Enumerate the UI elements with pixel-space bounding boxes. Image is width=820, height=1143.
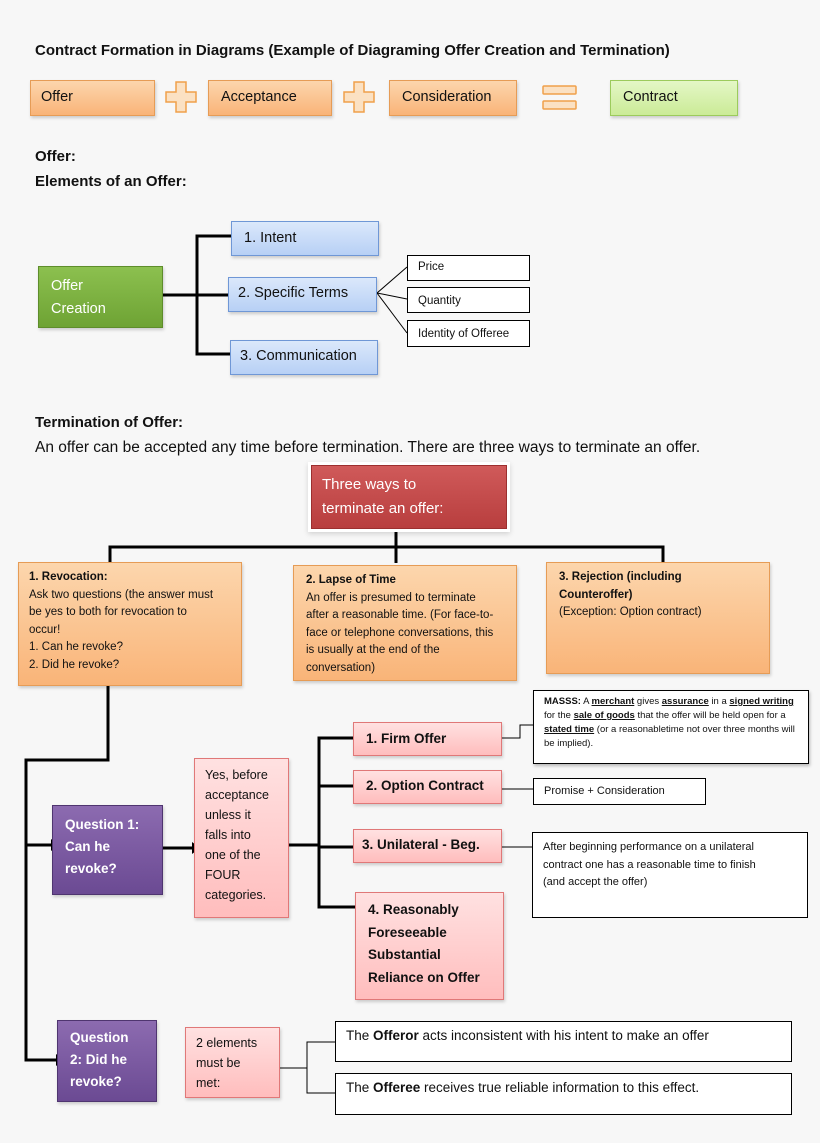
unilateral-note-line: (and accept the offer) <box>543 876 648 888</box>
rejection-box: 3. Rejection (including Counteroffer) (E… <box>546 562 770 674</box>
lapse-line: conversation) <box>306 661 376 674</box>
q2-line: 2: Did he <box>70 1052 128 1067</box>
q1-answer-box: Yes, before acceptance unless it falls i… <box>194 758 289 918</box>
category-firm-offer: 1. Firm Offer <box>353 722 502 756</box>
element-communication: 3. Communication <box>230 340 378 375</box>
page-title: Contract Formation in Diagrams (Example … <box>35 42 670 59</box>
lapse-box: 2. Lapse of Time An offer is presumed to… <box>293 565 517 681</box>
q1-answer-line: Yes, before <box>205 768 268 782</box>
category-option-contract: 2. Option Contract <box>353 770 502 804</box>
sale-of-goods-term: sale of goods <box>573 710 635 721</box>
revocation-title: 1. Revocation: <box>29 571 108 583</box>
q1-line: Can he <box>65 839 111 854</box>
lapse-line: after a reasonable time. (For face-to- <box>306 609 494 621</box>
term-quantity: Quantity <box>407 287 530 313</box>
q2-answer-line: met: <box>196 1076 221 1090</box>
firm-offer-note: MASSS: A merchant gives assurance in a s… <box>533 690 809 764</box>
q1-answer-line: categories. <box>205 888 267 902</box>
offer-creation-line-2: Creation <box>51 301 106 317</box>
offer-creation-line-1: Offer <box>51 278 83 294</box>
root-line-2: terminate an offer: <box>322 500 444 517</box>
element-intent: 1. Intent <box>231 221 379 256</box>
element-specific-terms: 2. Specific Terms <box>228 277 377 312</box>
revocation-line: 1. Can he revoke? <box>29 641 123 653</box>
offeree-term: Offeree <box>373 1080 421 1095</box>
rejection-line: (Exception: Option contract) <box>559 606 702 618</box>
unilateral-note: After beginning performance on a unilate… <box>532 832 808 918</box>
rejection-title: 3. Rejection (including Counteroffer) <box>559 571 682 601</box>
q1-line: Question 1: <box>65 817 140 832</box>
lapse-line: An offer is presumed to terminate <box>306 591 476 604</box>
unilateral-note-line: contract one has a reasonable time to fi… <box>543 858 756 871</box>
q1-answer-line: one of the <box>205 848 261 862</box>
revocation-box: 1. Revocation: Ask two questions (the an… <box>18 562 242 686</box>
category-reliance: 4. Reasonably Foreseeable Substantial Re… <box>355 892 504 1000</box>
lapse-line: face or telephone conversations, this <box>306 626 494 639</box>
revocation-line: Ask two questions (the answer must <box>29 588 214 601</box>
equation-acceptance: Acceptance <box>208 80 332 116</box>
signed-writing-term: signed writing <box>729 696 794 707</box>
equation-consideration: Consideration <box>389 80 517 116</box>
option-note: Promise + Consideration <box>533 778 706 805</box>
equation-offer: Offer <box>30 80 155 116</box>
lapse-title: 2. Lapse of Time <box>306 574 396 586</box>
q1-answer-line: falls into <box>205 828 251 842</box>
q2-answer-line: must be <box>196 1056 241 1070</box>
merchant-term: merchant <box>591 696 635 707</box>
q1-answer-line: acceptance <box>205 788 269 802</box>
revocation-line: occur! <box>29 623 61 636</box>
lapse-line: is usually at the end of the <box>306 644 440 656</box>
masss-label: MASSS: <box>544 696 581 707</box>
q1-answer-line: FOUR <box>205 868 241 882</box>
term-price: Price <box>407 255 530 281</box>
q1-line: revoke? <box>65 861 117 876</box>
assurance-term: assurance <box>661 696 709 707</box>
offer-heading: Offer: <box>35 148 76 165</box>
q1-answer-line: unless it <box>205 808 251 822</box>
q2-line: Question <box>70 1030 129 1045</box>
termination-heading: Termination of Offer: <box>35 414 184 431</box>
stated-time-term: stated time <box>544 724 595 735</box>
question-1-box: Question 1: Can he revoke? <box>52 805 163 895</box>
root-line-1: Three ways to <box>322 476 417 493</box>
termination-intro: An offer can be accepted any time before… <box>35 439 701 456</box>
termination-root: Three ways to terminate an offer: <box>311 465 507 529</box>
q2-answer-line: 2 elements <box>196 1036 258 1050</box>
equation-contract: Contract <box>610 80 738 116</box>
q2-line: revoke? <box>70 1074 122 1089</box>
offeror-term: Offeror <box>373 1028 419 1043</box>
offer-creation-box: Offer Creation <box>38 266 163 328</box>
term-identity: Identity of Offeree <box>407 320 530 347</box>
elements-heading: Elements of an Offer: <box>35 173 187 190</box>
unilateral-note-line: After beginning performance on a unilate… <box>543 841 754 853</box>
category-unilateral: 3. Unilateral - Beg. <box>353 829 502 863</box>
q2-element-1: The Offeror acts inconsistent with his i… <box>335 1021 792 1062</box>
revocation-line: 2. Did he revoke? <box>29 658 120 671</box>
q2-element-2: The Offeree receives true reliable infor… <box>335 1073 792 1115</box>
revocation-line: be yes to both for revocation to <box>29 606 187 618</box>
question-2-box: Question 2: Did he revoke? <box>57 1020 157 1102</box>
q2-answer-box: 2 elements must be met: <box>185 1027 280 1098</box>
